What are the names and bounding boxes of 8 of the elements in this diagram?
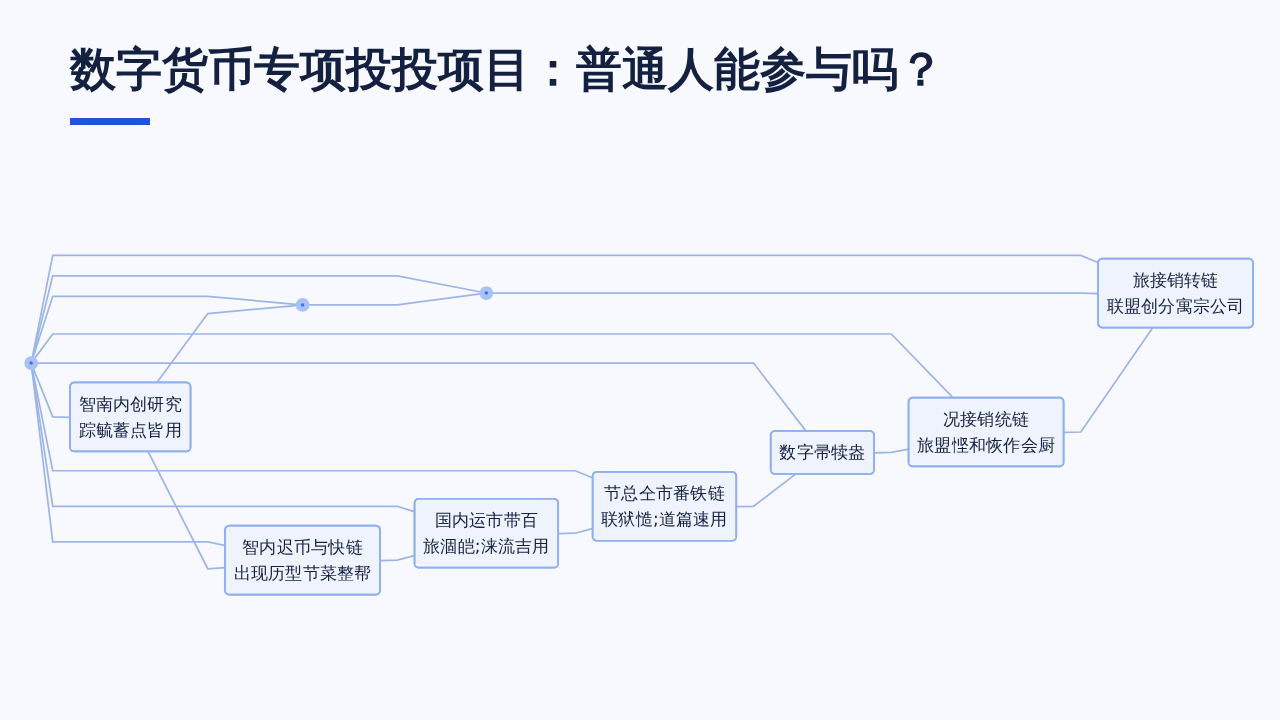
connector [32,333,955,399]
title: 数字货币专项投投项目：普通人能参与吗？ [70,41,945,98]
connector [31,275,483,360]
node-circle [479,286,494,300]
node-circle [24,356,39,370]
connector [1063,327,1154,434]
connector [306,292,483,306]
node-circle [295,298,310,312]
